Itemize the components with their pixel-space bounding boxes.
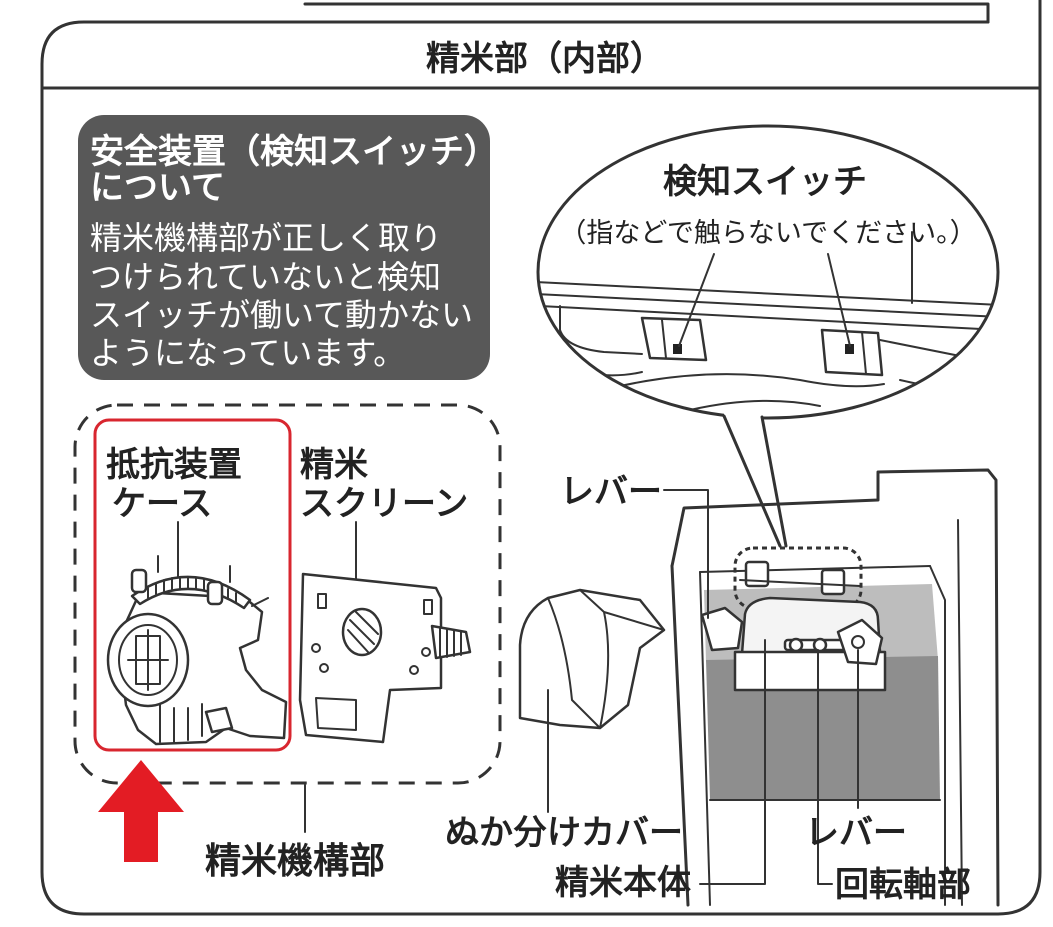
lever-left: [700, 606, 744, 652]
bran-cover-illustration: [518, 588, 666, 813]
closeup-rail-mid: [538, 293, 998, 318]
notice-heading-line-1: 安全装置（検知スイッチ）: [90, 132, 498, 172]
bran-cover-body: [518, 588, 666, 730]
lever-right: [836, 618, 884, 666]
screen-slot-right: [423, 599, 433, 615]
notice-background: [78, 115, 490, 380]
resistance-case-tab: [204, 706, 234, 734]
chamber-top-edge: [699, 565, 931, 573]
screen-side-part-ribs: [439, 627, 462, 658]
screen-label-line-1: 精米: [300, 445, 368, 485]
detection-switch-callout: 検知スイッチ （指などで触らないでください。）: [536, 124, 1000, 548]
previous-section-edge: [303, 2, 990, 24]
shaft-leader: [817, 649, 833, 885]
resistance-case-label-line-1: 抵抗装置: [106, 445, 242, 485]
resistance-case-illustration: [106, 521, 288, 746]
resistance-case-knob: [127, 629, 169, 691]
detection-switch-left-contact: [673, 344, 682, 354]
callout-leader-left: [678, 253, 715, 347]
section-title: 精米部（内部）: [426, 39, 664, 79]
closeup-contour-3: [689, 399, 821, 411]
callout-pointer-gap: [724, 413, 762, 424]
screen-hole-1: [311, 643, 321, 653]
closeup-frame-left: [559, 305, 643, 355]
screen-plate: [298, 572, 443, 744]
resistance-case-fins: [159, 703, 203, 743]
main-body-leader: [699, 639, 766, 885]
callout-bubble-outline: [536, 124, 1000, 420]
screen-hole-4: [409, 665, 419, 675]
polishing-mechanism-group: 抵抗装置 ケース 精米 スクリーン: [73, 403, 502, 785]
main-body-label: 精米本体: [555, 863, 691, 903]
detection-switch-right-contact: [845, 344, 854, 354]
screen-hole-3: [319, 663, 329, 673]
callout-note: （指などで触らないでください。）: [559, 218, 976, 249]
screen-slot-left: [317, 593, 327, 609]
resistance-case-disc-inner: [118, 624, 178, 696]
housing-left-front: [670, 564, 690, 907]
callout-pointer: [722, 414, 788, 548]
notice-box: 安全装置（検知スイッチ） について 精米機構部が正しく取り つけられていないと検…: [78, 115, 498, 380]
highlight-arrow-icon: [98, 760, 184, 862]
rotation-shaft-label: 回転軸部: [835, 865, 971, 905]
resistance-case-highlight: [93, 418, 292, 752]
lever-top-label: レバー: [560, 472, 662, 512]
callout-title: 検知スイッチ: [663, 162, 867, 202]
resistance-case-pegs: [157, 555, 269, 607]
resistance-case-post-left: [130, 568, 148, 594]
notice-heading-line-2: について: [90, 168, 225, 208]
detection-switch-small-left: [744, 560, 770, 588]
screen-label-line-2: スクリーン: [300, 484, 468, 524]
mechanism-dashed-outline: [73, 403, 502, 785]
screen-mesh-hatch: [347, 611, 379, 653]
detection-switch-right-edge: [861, 331, 867, 375]
bran-cover-edges: [547, 589, 665, 729]
detection-switch-left: [640, 316, 708, 362]
screen-hole-2: [421, 647, 431, 657]
resistance-case-post-right: [206, 580, 224, 606]
housing-top: [670, 468, 1000, 907]
chamber-left-wall: [699, 571, 711, 906]
callout-leader-right: [827, 253, 851, 347]
machine-interior-illustration: [663, 468, 1000, 907]
closeup-contour-2: [595, 373, 885, 393]
lever-right-pivot: [851, 635, 865, 649]
polishing-screen-illustration: [298, 521, 472, 744]
lever-bottom-label: レバー: [805, 813, 907, 853]
closeup-rail-top: [538, 281, 998, 306]
mechanism-label: 精米機構部: [205, 841, 385, 882]
detection-switch-area-outline: [733, 546, 863, 610]
notice-body-line-2: つけられていないと検知: [90, 258, 441, 296]
closeup-rail-low: [539, 305, 998, 331]
resistance-case-label-line-2: ケース: [112, 484, 212, 524]
screen-window: [315, 697, 357, 731]
section-frame: [40, 0, 1042, 916]
detection-switch-small-right: [820, 568, 846, 596]
switch-rail: [739, 579, 861, 587]
housing-panel-line: [957, 519, 963, 906]
lever-top-leader: [663, 489, 709, 619]
detection-switch-left-edge: [661, 319, 667, 359]
notice-body-line-1: 精米機構部が正しく取り: [90, 219, 442, 257]
rotation-shaft-joint-2: [812, 637, 828, 653]
chamber-right-wall: [929, 565, 946, 906]
bran-cover-label: ぬか分けカバー: [445, 813, 683, 853]
rotation-shaft-joint-1: [788, 637, 804, 653]
notice-body-line-3: スイッチが働いて動かない: [90, 296, 473, 334]
screen-side-part: [430, 624, 472, 660]
notice-body-line-4: ようになっています。: [90, 334, 405, 372]
